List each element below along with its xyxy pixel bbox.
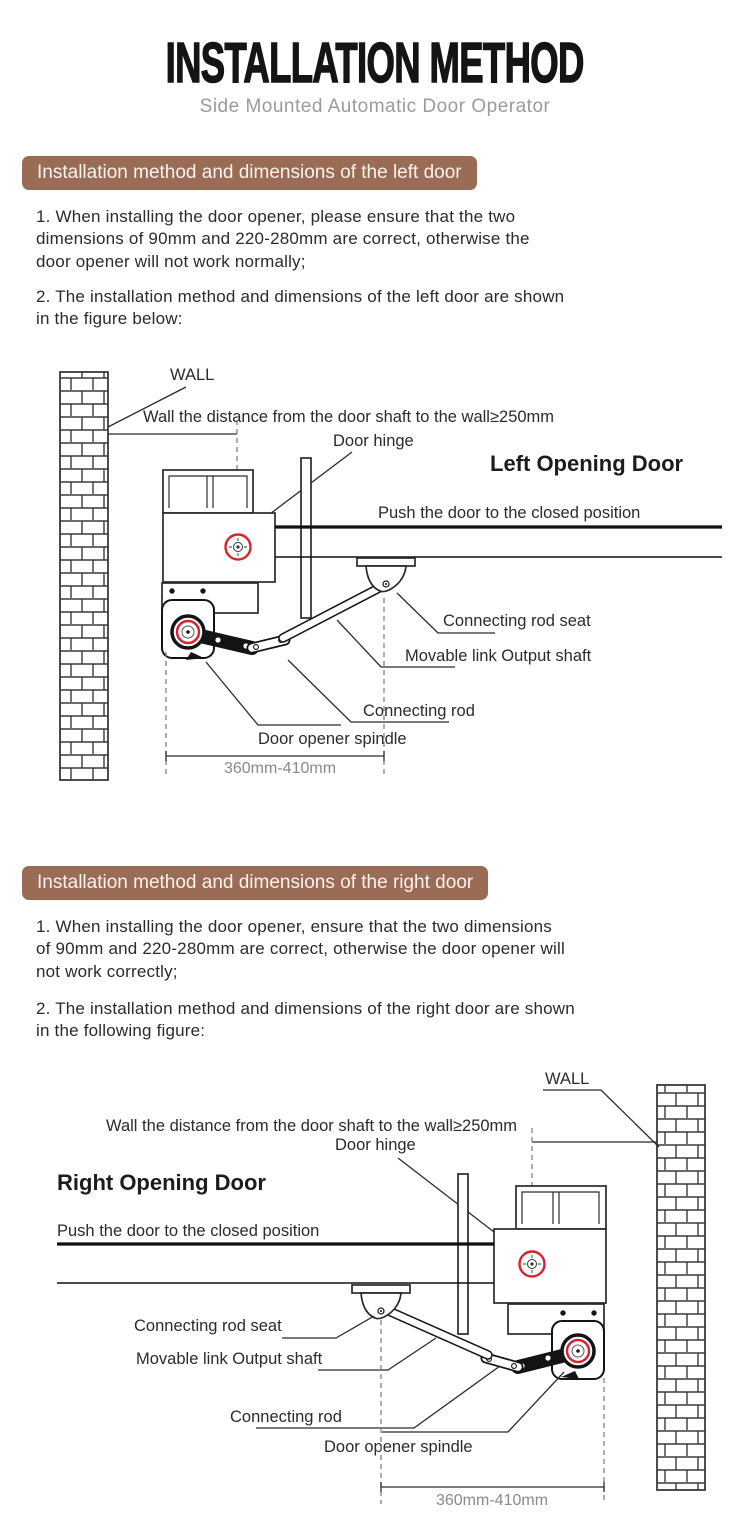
right-instruction-paragraph-2: 2. The installation method and dimension… <box>36 999 575 1041</box>
rod-seat-bell <box>360 1292 402 1320</box>
mounting-plate <box>515 1185 607 1230</box>
right-door-diagram: WALL Wall the distance from the door sha… <box>57 1070 706 1509</box>
push-door-label: Push the door to the closed position <box>378 504 640 522</box>
door-frame-strip <box>457 1173 469 1335</box>
dimension-label: 360mm-410mm <box>436 1492 548 1509</box>
spindle-label: Door opener spindle <box>258 730 407 748</box>
spindle-label: Door opener spindle <box>324 1438 473 1456</box>
screw <box>200 588 206 594</box>
spindle-leader <box>382 1371 565 1433</box>
movable-link-label: Movable link Output shaft <box>136 1350 323 1368</box>
right-section-banner: Installation method and dimensions of th… <box>22 866 489 900</box>
wall-label: WALL <box>545 1070 589 1088</box>
rod-seat-plate <box>351 1284 411 1294</box>
screw <box>169 588 175 594</box>
rod-seat-bell <box>365 565 407 593</box>
right-opening-door-heading: Right Opening Door <box>57 1170 266 1195</box>
rod-seat-leader <box>396 592 495 634</box>
page-title: INSTALLATION METHOD <box>0 30 750 96</box>
wall-distance-label: Wall the distance from the door shaft to… <box>106 1117 517 1135</box>
door-hinge-label: Door hinge <box>335 1136 416 1154</box>
connecting-rod-leader <box>287 659 449 723</box>
movable-link-label: Movable link Output shaft <box>405 647 592 665</box>
door-hinge-marker <box>518 1250 546 1278</box>
spindle-leader <box>205 661 341 726</box>
door-hinge-label: Door hinge <box>333 432 414 450</box>
page-title-text: INSTALLATION METHOD <box>165 30 585 96</box>
connecting-rod-leader <box>256 1365 501 1429</box>
screw <box>560 1310 566 1316</box>
wall-leader-line <box>107 386 187 428</box>
connecting-rod-label: Connecting rod <box>230 1408 342 1426</box>
spindle-marker <box>560 1333 596 1379</box>
rod-seat-label: Connecting rod seat <box>134 1317 282 1335</box>
brick-wall <box>59 371 109 781</box>
page-subtitle: Side Mounted Automatic Door Operator <box>199 96 551 117</box>
left-instruction-paragraph-1: 1. When installing the door opener, plea… <box>36 207 530 271</box>
rod-seat-plate <box>356 557 416 567</box>
left-door-diagram: WALL Wall the distance from the door sha… <box>59 366 722 781</box>
left-opening-door-heading: Left Opening Door <box>490 451 684 476</box>
rod-seat-leader <box>282 1315 375 1339</box>
left-section-banner: Installation method and dimensions of th… <box>22 156 477 190</box>
movable-link-leader <box>336 619 455 668</box>
door-operator-box <box>493 1228 607 1304</box>
mounting-plate <box>162 469 254 514</box>
screw <box>591 1310 597 1316</box>
wall-distance-label: Wall the distance from the door shaft to… <box>143 408 554 426</box>
door-hinge-marker <box>224 533 252 561</box>
dimension-label: 360mm-410mm <box>224 760 336 777</box>
wall-label: WALL <box>170 366 214 384</box>
door-operator-box <box>162 512 276 583</box>
movable-link-leader <box>318 1337 437 1371</box>
right-instruction-paragraph-1: 1. When installing the door opener, ensu… <box>36 917 565 981</box>
left-instruction-paragraph-2: 2. The installation method and dimension… <box>36 287 565 329</box>
door-frame-strip <box>300 457 312 619</box>
rod-seat-label: Connecting rod seat <box>443 612 591 630</box>
connecting-rod-label: Connecting rod <box>363 702 475 720</box>
wall-leader-line <box>543 1089 660 1148</box>
brick-wall <box>656 1084 706 1491</box>
push-door-label: Push the door to the closed position <box>57 1222 319 1240</box>
spindle-marker <box>170 614 206 660</box>
